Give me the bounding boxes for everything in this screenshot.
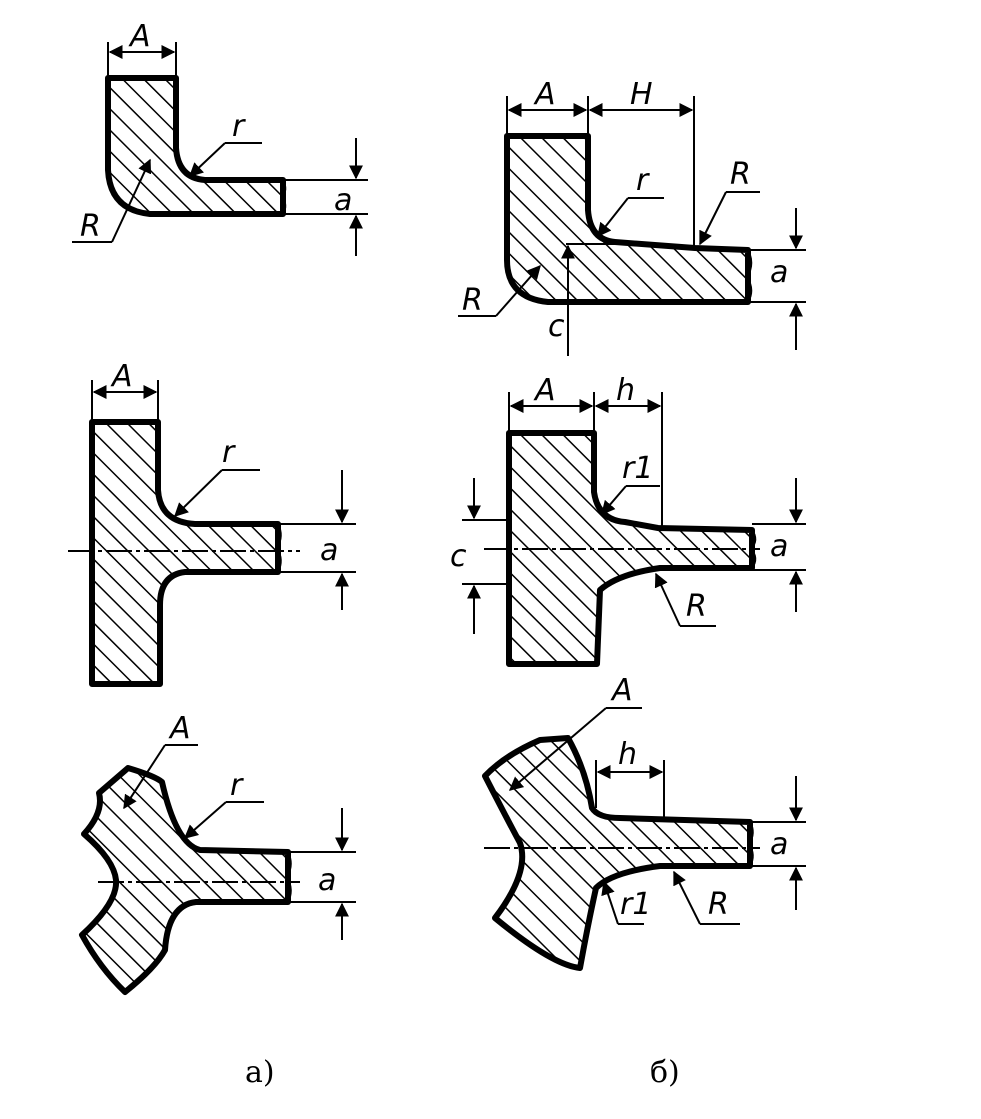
- b3-section-shape: [482, 735, 753, 971]
- a3-section-shape: [79, 765, 291, 995]
- a1-label-A: A: [128, 19, 151, 54]
- b1-label-R: R: [730, 157, 751, 192]
- b2-label-A: A: [533, 373, 556, 408]
- fig-b1-l-section: A H r R a c R: [458, 77, 806, 356]
- a1-label-a: a: [334, 183, 352, 218]
- b1-label-c: c: [548, 309, 565, 344]
- fig-b2-t-section: A h r1 R a c: [450, 373, 806, 667]
- fig-a1-l-section: A a r R: [72, 19, 368, 256]
- b2-label-h: h: [616, 373, 635, 408]
- b3-label-a: a: [770, 827, 788, 862]
- b2-label-c: c: [450, 539, 467, 574]
- b3-label-r1: r1: [620, 887, 651, 922]
- a3-label-A: A: [168, 711, 191, 746]
- b1-label-A: A: [533, 77, 556, 112]
- a2-label-A: A: [110, 359, 133, 394]
- caption-b: б): [650, 1055, 680, 1090]
- b3-label-h: h: [618, 737, 637, 772]
- a2-label-a: a: [320, 533, 338, 568]
- a2-label-r: r: [222, 435, 236, 470]
- b3-label-A: A: [610, 673, 633, 708]
- fig-a2-t-section: A a r: [68, 359, 356, 687]
- fig-a3-y-section: A r a: [79, 711, 356, 995]
- a2-section-shape: [89, 419, 281, 687]
- b1-label-H: H: [630, 77, 653, 112]
- caption-a: а): [245, 1055, 275, 1090]
- b2-label-a: a: [770, 529, 788, 564]
- a3-label-r: r: [230, 768, 244, 803]
- fig-b3-y-section: A h a r1 R: [482, 673, 806, 971]
- a3-label-a: a: [318, 863, 336, 898]
- b1-label-a: a: [770, 255, 788, 290]
- b2-label-R: R: [686, 589, 707, 624]
- b1-label-R2: R: [462, 283, 483, 318]
- b3-label-R: R: [708, 887, 729, 922]
- a1-label-R: R: [80, 209, 101, 244]
- b1-label-r: r: [636, 163, 650, 198]
- a1-label-r: r: [232, 109, 246, 144]
- b2-label-r1: r1: [622, 451, 653, 486]
